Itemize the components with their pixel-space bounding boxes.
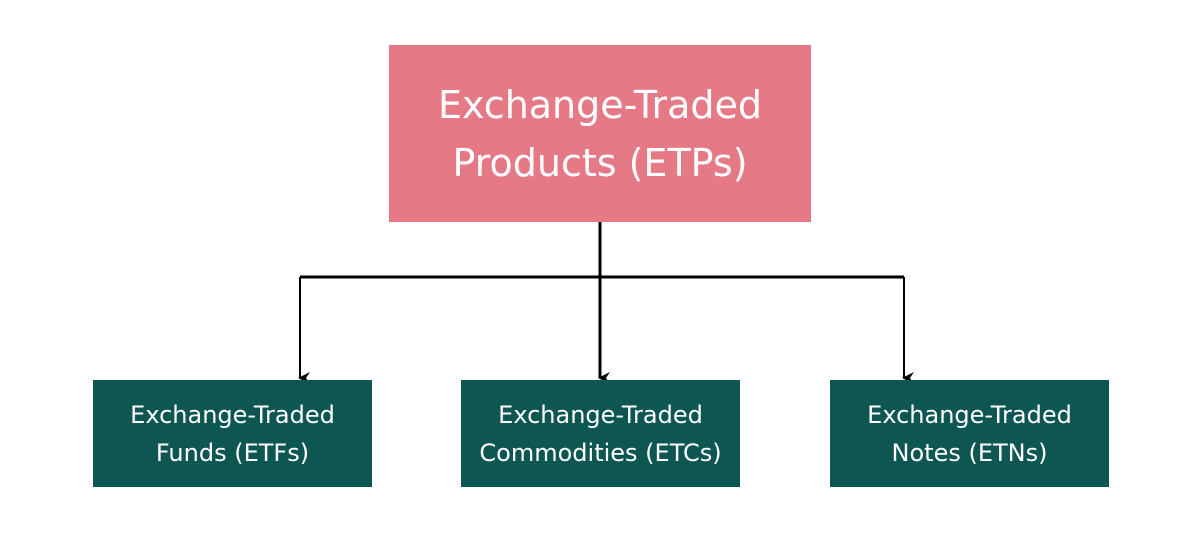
child-node-etn: Exchange-Traded Notes (ETNs) xyxy=(830,380,1109,487)
child-node-label-etn: Exchange-Traded Notes (ETNs) xyxy=(867,400,1072,467)
child-node-label-etf: Exchange-Traded Funds (ETFs) xyxy=(130,400,335,467)
root-node-label: Exchange-Traded Products (ETPs) xyxy=(437,82,763,185)
root-node-etp: Exchange-Traded Products (ETPs) xyxy=(389,45,811,222)
child-node-etc: Exchange-Traded Commodities (ETCs) xyxy=(461,380,740,487)
child-node-label-etc: Exchange-Traded Commodities (ETCs) xyxy=(479,400,722,467)
child-node-etf: Exchange-Traded Funds (ETFs) xyxy=(93,380,372,487)
